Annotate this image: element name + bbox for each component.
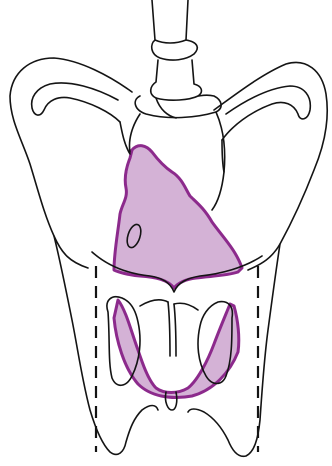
sacrum-top [135, 95, 221, 118]
left-iliac-crest [10, 58, 132, 268]
left-pubic-ramus [140, 300, 168, 306]
vertebra-body-lower [151, 60, 202, 100]
left-sacroiliac [120, 122, 130, 154]
sacral-promontory [156, 98, 176, 118]
left-iliac-inner [32, 83, 120, 122]
pubic-symphysis [168, 302, 176, 356]
right-pubic-ramus [174, 303, 198, 310]
right-iliac-crest [214, 62, 327, 270]
vertebra-lumbar [152, 40, 198, 60]
vertebra-upper [152, 0, 188, 40]
